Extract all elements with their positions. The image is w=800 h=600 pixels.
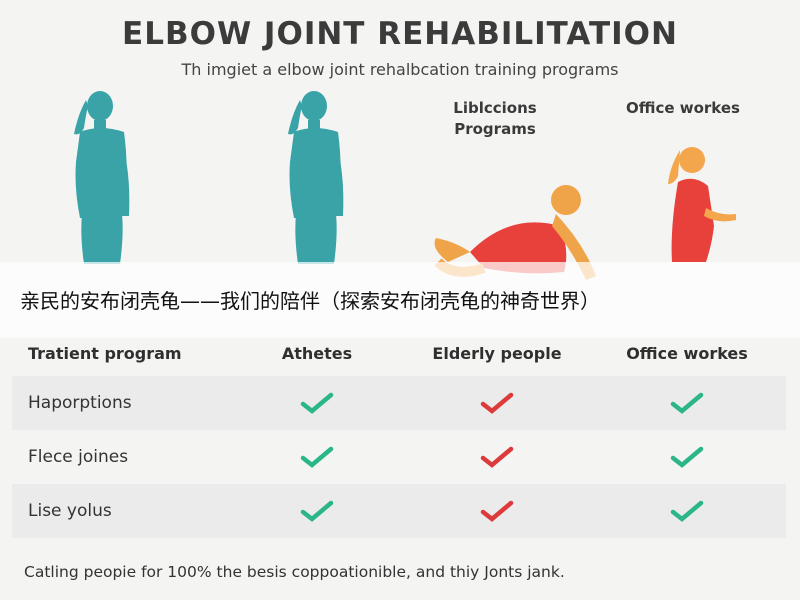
banner-caption: 亲民的安布闭壳龟——我们的陪伴（探索安布闭壳龟的神奇世界） <box>20 289 600 313</box>
office-workers-label: Office workes <box>625 99 740 117</box>
red-check-icon <box>412 430 582 484</box>
green-check-icon <box>242 430 392 484</box>
green-check-icon <box>602 430 772 484</box>
row-label: Haporptions <box>28 393 132 413</box>
table-row: Haporptions <box>12 376 786 430</box>
rehab-illustration <box>74 91 736 280</box>
footer-note: Catling peopie for 100% the besis coppoa… <box>24 563 565 581</box>
teal-figure-right <box>288 91 344 264</box>
green-check-icon <box>602 484 772 538</box>
page-subtitle: Th imgiet a elbow joint rehalbcation tra… <box>181 60 619 79</box>
row-label: Lise yolus <box>28 501 112 521</box>
row-label: Flece joines <box>28 447 129 467</box>
office-woman-figure <box>668 147 736 262</box>
teal-figure-left <box>74 91 130 264</box>
page-title: ELBOW JOINT REHABILITATION <box>122 16 678 52</box>
red-check-icon <box>412 376 582 430</box>
green-check-icon <box>242 376 392 430</box>
header-office: Office workes <box>626 343 748 363</box>
green-check-icon <box>242 484 392 538</box>
green-check-icon <box>602 376 772 430</box>
header-elderly: Elderly people <box>432 343 562 363</box>
table-row: Flece joines <box>12 430 786 484</box>
header-athletes: Athetes <box>281 343 353 363</box>
table-row: Lise yolus <box>12 484 786 538</box>
table-header-row: Tratient program Athetes Elderly people … <box>12 330 786 376</box>
overlay-banner <box>0 262 800 338</box>
red-check-icon <box>412 484 582 538</box>
header-program: Tratient program <box>28 343 182 363</box>
comparison-table: Tratient program Athetes Elderly people … <box>12 330 786 538</box>
